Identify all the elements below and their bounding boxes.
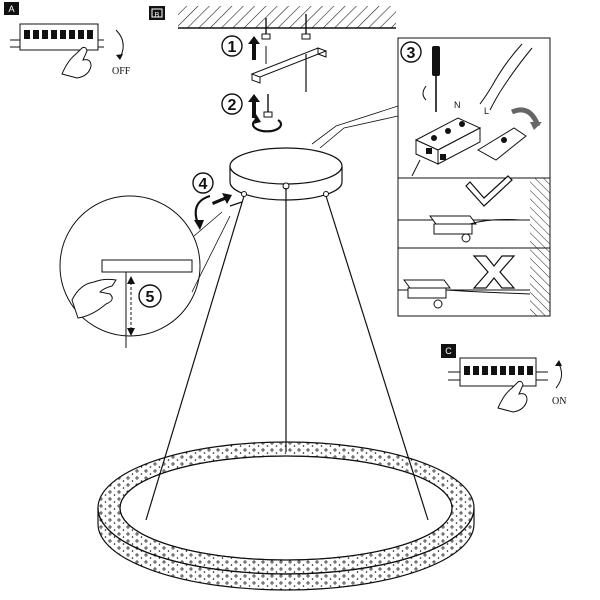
panel-b-badge: B [149, 6, 165, 20]
step-3-number: 3 [407, 45, 416, 62]
check-icon [465, 175, 513, 207]
step-4-badge [192, 172, 214, 194]
led-crystal-ring [97, 441, 475, 591]
step-1-number: 1 [228, 39, 237, 56]
step-3-connect-wires: 3 N L [397, 37, 551, 179]
step-5-adjust-height: 5 [59, 195, 231, 348]
hand-icon [71, 278, 117, 319]
breaker-box-icon [448, 357, 548, 387]
leader-line [311, 105, 399, 145]
rotate-arrow-icon [194, 194, 211, 225]
canopy-section [101, 259, 193, 273]
panel-c-badge [441, 344, 456, 358]
rotate-arrow-icon [422, 85, 427, 101]
screwdriver-icon [432, 46, 440, 112]
supply-wires [479, 43, 533, 111]
correct-mounting-example [397, 175, 551, 249]
terminal-block [414, 117, 482, 165]
step-2-badge [221, 93, 243, 115]
panel-c-letter: C [445, 346, 452, 356]
panel-c-breaker-on: C ON [441, 344, 566, 413]
step-2-number: 2 [228, 97, 237, 114]
screw-icon [263, 94, 273, 118]
wrong-mounting-example [397, 247, 551, 317]
up-arrow-icon [248, 94, 260, 118]
rotate-arrow-icon [115, 29, 124, 59]
panel-a-letter: A [8, 4, 14, 14]
up-down-arrow-icon [127, 276, 135, 336]
step-3-badge [400, 41, 422, 63]
hand-icon [497, 380, 528, 413]
off-label: OFF [112, 66, 131, 77]
live-wire-label: L [484, 106, 489, 116]
step-1-mount-bracket: 1 [221, 14, 328, 92]
ceiling-screw-icon [261, 14, 311, 40]
panel-a-breaker-off: A OFF [4, 2, 131, 79]
hand-icon [61, 46, 92, 79]
step-3-frame [397, 37, 551, 179]
step-1-badge [221, 35, 243, 57]
panel-b-letter: B [155, 12, 160, 19]
step-2-fix-screws: 2 [221, 93, 283, 133]
step-5-number: 5 [146, 289, 155, 306]
breaker-box-icon [10, 23, 104, 51]
step-4-attach-canopy: 4 [192, 172, 243, 230]
panel-a-badge [4, 2, 19, 15]
mounting-bracket [250, 47, 328, 84]
right-arrow-icon [212, 193, 232, 205]
terminal-cover [477, 127, 527, 161]
breaker-switches [24, 30, 93, 39]
step-4-number: 4 [199, 176, 208, 193]
ceiling [178, 6, 396, 29]
breaker-switches [464, 366, 533, 375]
up-arrow-icon [248, 36, 260, 60]
cross-icon [472, 255, 516, 289]
step-5-badge [138, 284, 162, 308]
neutral-wire-label: N [454, 100, 461, 110]
on-label: ON [552, 396, 566, 407]
